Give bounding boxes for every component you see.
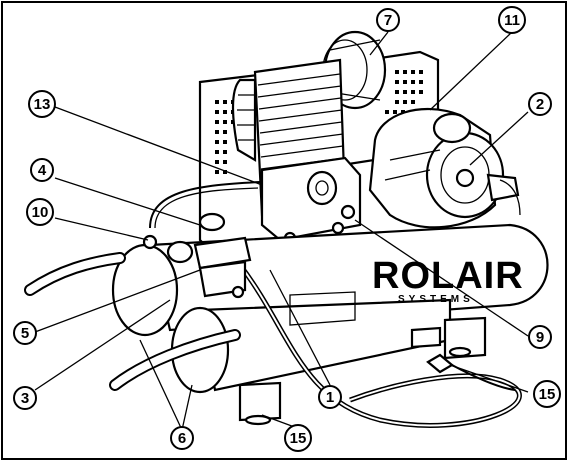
motor — [368, 107, 521, 229]
brand-subtitle: SYSTEMS — [398, 294, 474, 305]
svg-text:6: 6 — [178, 430, 186, 447]
svg-text:15: 15 — [290, 430, 307, 447]
svg-text:2: 2 — [536, 96, 544, 113]
svg-text:9: 9 — [536, 329, 544, 346]
callout-10: 10 — [26, 198, 54, 226]
svg-text:4: 4 — [38, 162, 47, 179]
callout-9: 9 — [528, 325, 552, 349]
callout-15-bottom: 15 — [284, 424, 312, 452]
pump-head — [231, 58, 362, 245]
callout-3: 3 — [13, 386, 37, 410]
svg-text:15: 15 — [539, 386, 556, 403]
callout-1: 1 — [318, 385, 342, 409]
svg-text:10: 10 — [32, 204, 49, 221]
svg-text:3: 3 — [21, 390, 29, 407]
brand-name: ROLAIR — [372, 255, 524, 297]
svg-text:7: 7 — [384, 12, 392, 29]
manifold — [142, 212, 252, 299]
svg-text:1: 1 — [326, 389, 334, 406]
svg-text:13: 13 — [34, 96, 51, 113]
callout-15-right: 15 — [533, 380, 561, 408]
tank-feet — [238, 316, 487, 426]
callout-4: 4 — [30, 158, 54, 182]
callout-7: 7 — [376, 8, 400, 32]
callout-5: 5 — [13, 321, 37, 345]
callout-6: 6 — [170, 426, 194, 450]
callout-2: 2 — [528, 92, 552, 116]
callout-13: 13 — [28, 90, 56, 118]
air-tanks — [111, 223, 549, 394]
handles-hoses — [24, 181, 522, 428]
callout-11: 11 — [498, 6, 526, 34]
svg-text:5: 5 — [21, 325, 29, 342]
svg-text:11: 11 — [504, 12, 520, 29]
